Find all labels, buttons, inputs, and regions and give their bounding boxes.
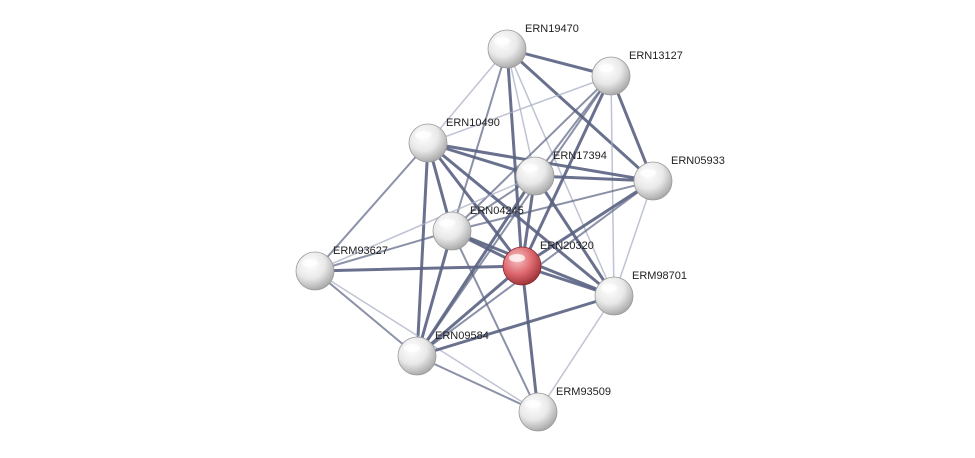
edge-ERN13127-ERM98701 [610,75,615,297]
edge-ERN10490-ERN20320 [426,141,524,268]
node-ERN09584[interactable]: ERN09584 [397,330,489,376]
node-ERN20320[interactable]: ERN20320 [502,240,594,286]
node-label: ERN10490 [446,117,500,129]
node-highlight [601,284,617,292]
node-label: ERN19470 [525,23,579,35]
node-sphere[interactable] [295,251,335,291]
node-label: ERN13127 [629,50,683,62]
node-highlight [494,37,510,45]
edge-ERN19470-ERN04245 [451,48,508,232]
edge-ERN19470-ERN05933 [505,47,655,183]
node-label: ERN04245 [470,205,524,217]
edge-ERN09584-ERM93509 [416,355,539,413]
node-sphere[interactable] [594,276,634,316]
edge-ERN13127-ERN10490 [427,75,612,144]
node-highlight [404,344,420,352]
node-sphere[interactable] [591,56,631,96]
node-sphere[interactable] [487,29,527,69]
edge-ERN20320-ERN09584 [415,264,524,358]
edge-ERN17394-ERM93627 [314,175,536,272]
edge-ERN04245-ERM93627 [314,230,453,272]
node-ERN19470[interactable]: ERN19470 [487,23,579,69]
edge-ERN19470-ERN10490 [427,48,508,144]
node-highlight [640,169,656,177]
edge-ERN20320-ERM93509 [520,264,540,414]
edge-ERN04245-ERM93509 [451,230,539,413]
node-ERN04245[interactable]: ERN04245 [432,205,524,251]
node-ERM93627[interactable]: ERM93627 [295,245,388,291]
nodes-layer: ERN20320 ERN19470ERN13127ERN10490ERN17394… [295,23,725,432]
edge-ERN10490-ERN09584 [415,141,430,358]
node-sphere[interactable] [408,123,448,163]
node-ERN05933[interactable]: ERN05933 [633,155,725,201]
node-label: ERM93627 [333,245,388,257]
node-ERM98701[interactable]: ERM98701 [594,270,687,316]
node-ERM93509[interactable]: ERM93509 [518,386,611,432]
edge-ERN04245-ERN09584 [415,229,454,358]
node-sphere[interactable] [518,392,558,432]
node-label: ERN09584 [435,330,489,342]
node-label: ERN17394 [553,150,607,162]
node-sphere[interactable] [432,211,472,251]
query-node-sphere[interactable] [502,246,542,286]
node-label: ERM98701 [632,270,687,282]
edges-layer [313,47,655,414]
node-highlight [439,219,455,227]
edge-ERN17394-ERM98701 [533,174,616,298]
edge-ERM98701-ERM93509 [537,295,615,413]
node-sphere[interactable] [397,336,437,376]
edge-ERN05933-ERM98701 [613,180,654,297]
edge-ERN20320-ERM93627 [313,264,524,273]
edge-ERN10490-ERM98701 [426,141,616,298]
node-ERN17394[interactable]: ERN17394 [515,150,607,196]
edge-ERN05933-ERN04245 [451,180,654,232]
edge-ERM98701-ERN09584 [415,294,616,358]
node-highlight [598,64,614,72]
edge-ERN10490-ERM93627 [314,142,429,272]
node-ERN13127[interactable]: ERN13127 [591,50,683,96]
node-highlight [522,164,538,172]
node-highlight [415,131,431,139]
edge-ERN17394-ERN05933 [533,174,655,183]
edge-ERN05933-ERN20320 [520,179,655,268]
edge-ERN19470-ERM98701 [506,48,615,297]
node-label: ERM93509 [556,386,611,398]
node-label: ERN05933 [671,155,725,167]
node-ERN10490[interactable]: ERN10490 [408,117,500,163]
node-highlight [509,254,525,262]
node-label: ERN20320 [540,240,594,252]
edge-ERM93627-ERN09584 [314,270,418,357]
edge-ERN13127-ERN04245 [451,75,612,232]
node-sphere[interactable] [633,161,673,201]
node-highlight [525,400,541,408]
node-sphere[interactable] [515,156,555,196]
node-highlight [302,259,318,267]
